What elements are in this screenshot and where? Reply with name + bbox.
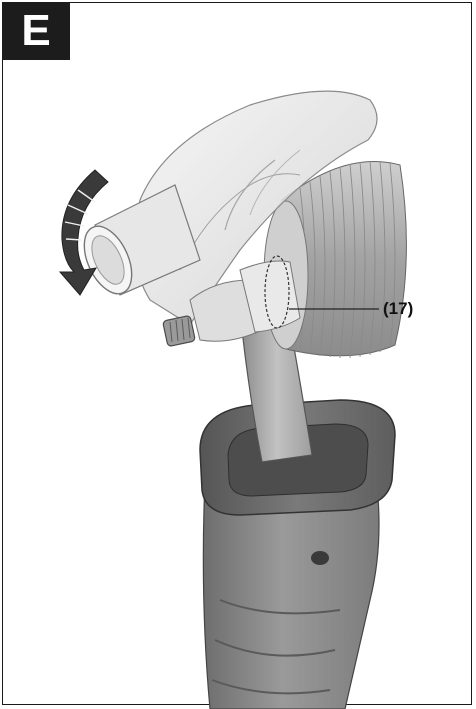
extraction-port	[83, 184, 201, 296]
tool-arm	[241, 324, 313, 463]
callout-ring	[264, 255, 290, 329]
locking-knob	[162, 315, 196, 347]
part-reference-label: (17)	[383, 299, 414, 318]
rotation-arrow-icon	[58, 169, 109, 296]
figure-badge: E	[2, 2, 70, 60]
housing-screw-hole	[311, 551, 329, 565]
front-nose	[162, 255, 301, 347]
